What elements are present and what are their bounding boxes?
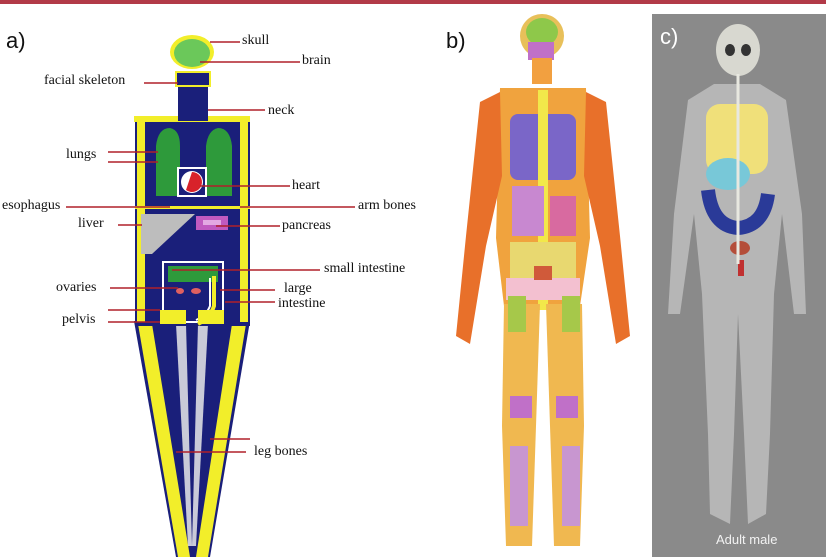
mesh-skull: [716, 24, 760, 76]
mesh-bladder: [730, 241, 750, 255]
voxel-thigh-left: [508, 296, 526, 332]
voxel-stomach: [512, 186, 544, 236]
label-pancreas: pancreas: [282, 219, 331, 233]
pelvis-shape-right: [198, 310, 224, 324]
panel-a: a): [0, 6, 440, 557]
voxel-kidney: [550, 196, 576, 236]
voxel-shin-left: [510, 446, 528, 526]
label-liver: liver: [78, 217, 104, 231]
pelvis-shape: [160, 310, 186, 324]
label-heart: heart: [292, 179, 320, 193]
label-ovaries: ovaries: [56, 281, 96, 295]
ovary-left: [176, 288, 184, 294]
label-lungs: lungs: [66, 148, 96, 162]
label-pelvis: pelvis: [62, 313, 95, 327]
ovary-right: [191, 288, 201, 294]
lung-left-shape: [156, 128, 180, 196]
mesh-eye-left: [725, 44, 735, 56]
voxel-brain: [526, 18, 558, 46]
label-brain: brain: [302, 54, 331, 68]
panel-c: c) Adult male: [652, 14, 826, 557]
voxel-shin-right: [562, 446, 580, 526]
voxel-arm-right: [584, 92, 630, 344]
label-skull: skull: [242, 34, 269, 48]
label-large: large: [284, 282, 312, 296]
voxel-arm-left: [456, 92, 502, 344]
panel-b: b): [440, 6, 645, 557]
facial-skeleton-shape: [176, 72, 210, 86]
voxel-face: [528, 42, 554, 60]
arm-bone-right: [240, 122, 248, 322]
mesh-liver: [706, 158, 750, 190]
label-arm-bones: arm bones: [358, 199, 416, 213]
voxel-knee-right: [556, 396, 578, 418]
voxel-bladder: [534, 266, 552, 280]
pancreas-hole: [203, 220, 221, 225]
panel-c-caption: Adult male: [716, 532, 777, 547]
label-leg-bones: leg bones: [254, 445, 307, 459]
mesh-phantom-drawing: [652, 14, 826, 557]
top-rule: [0, 0, 826, 4]
label-esophagus: esophagus: [2, 199, 60, 213]
mesh-eye-right: [741, 44, 751, 56]
label-small-intestine: small intestine: [324, 262, 405, 276]
label-neck: neck: [268, 104, 294, 118]
label-facial-skeleton: facial skeleton: [44, 74, 125, 88]
voxel-thigh-right: [562, 296, 580, 332]
label-intestine: intestine: [278, 297, 325, 311]
voxel-knee-left: [510, 396, 532, 418]
brain-shape: [174, 39, 210, 67]
voxel-phantom-drawing: [440, 6, 645, 557]
voxel-neck: [532, 58, 552, 84]
